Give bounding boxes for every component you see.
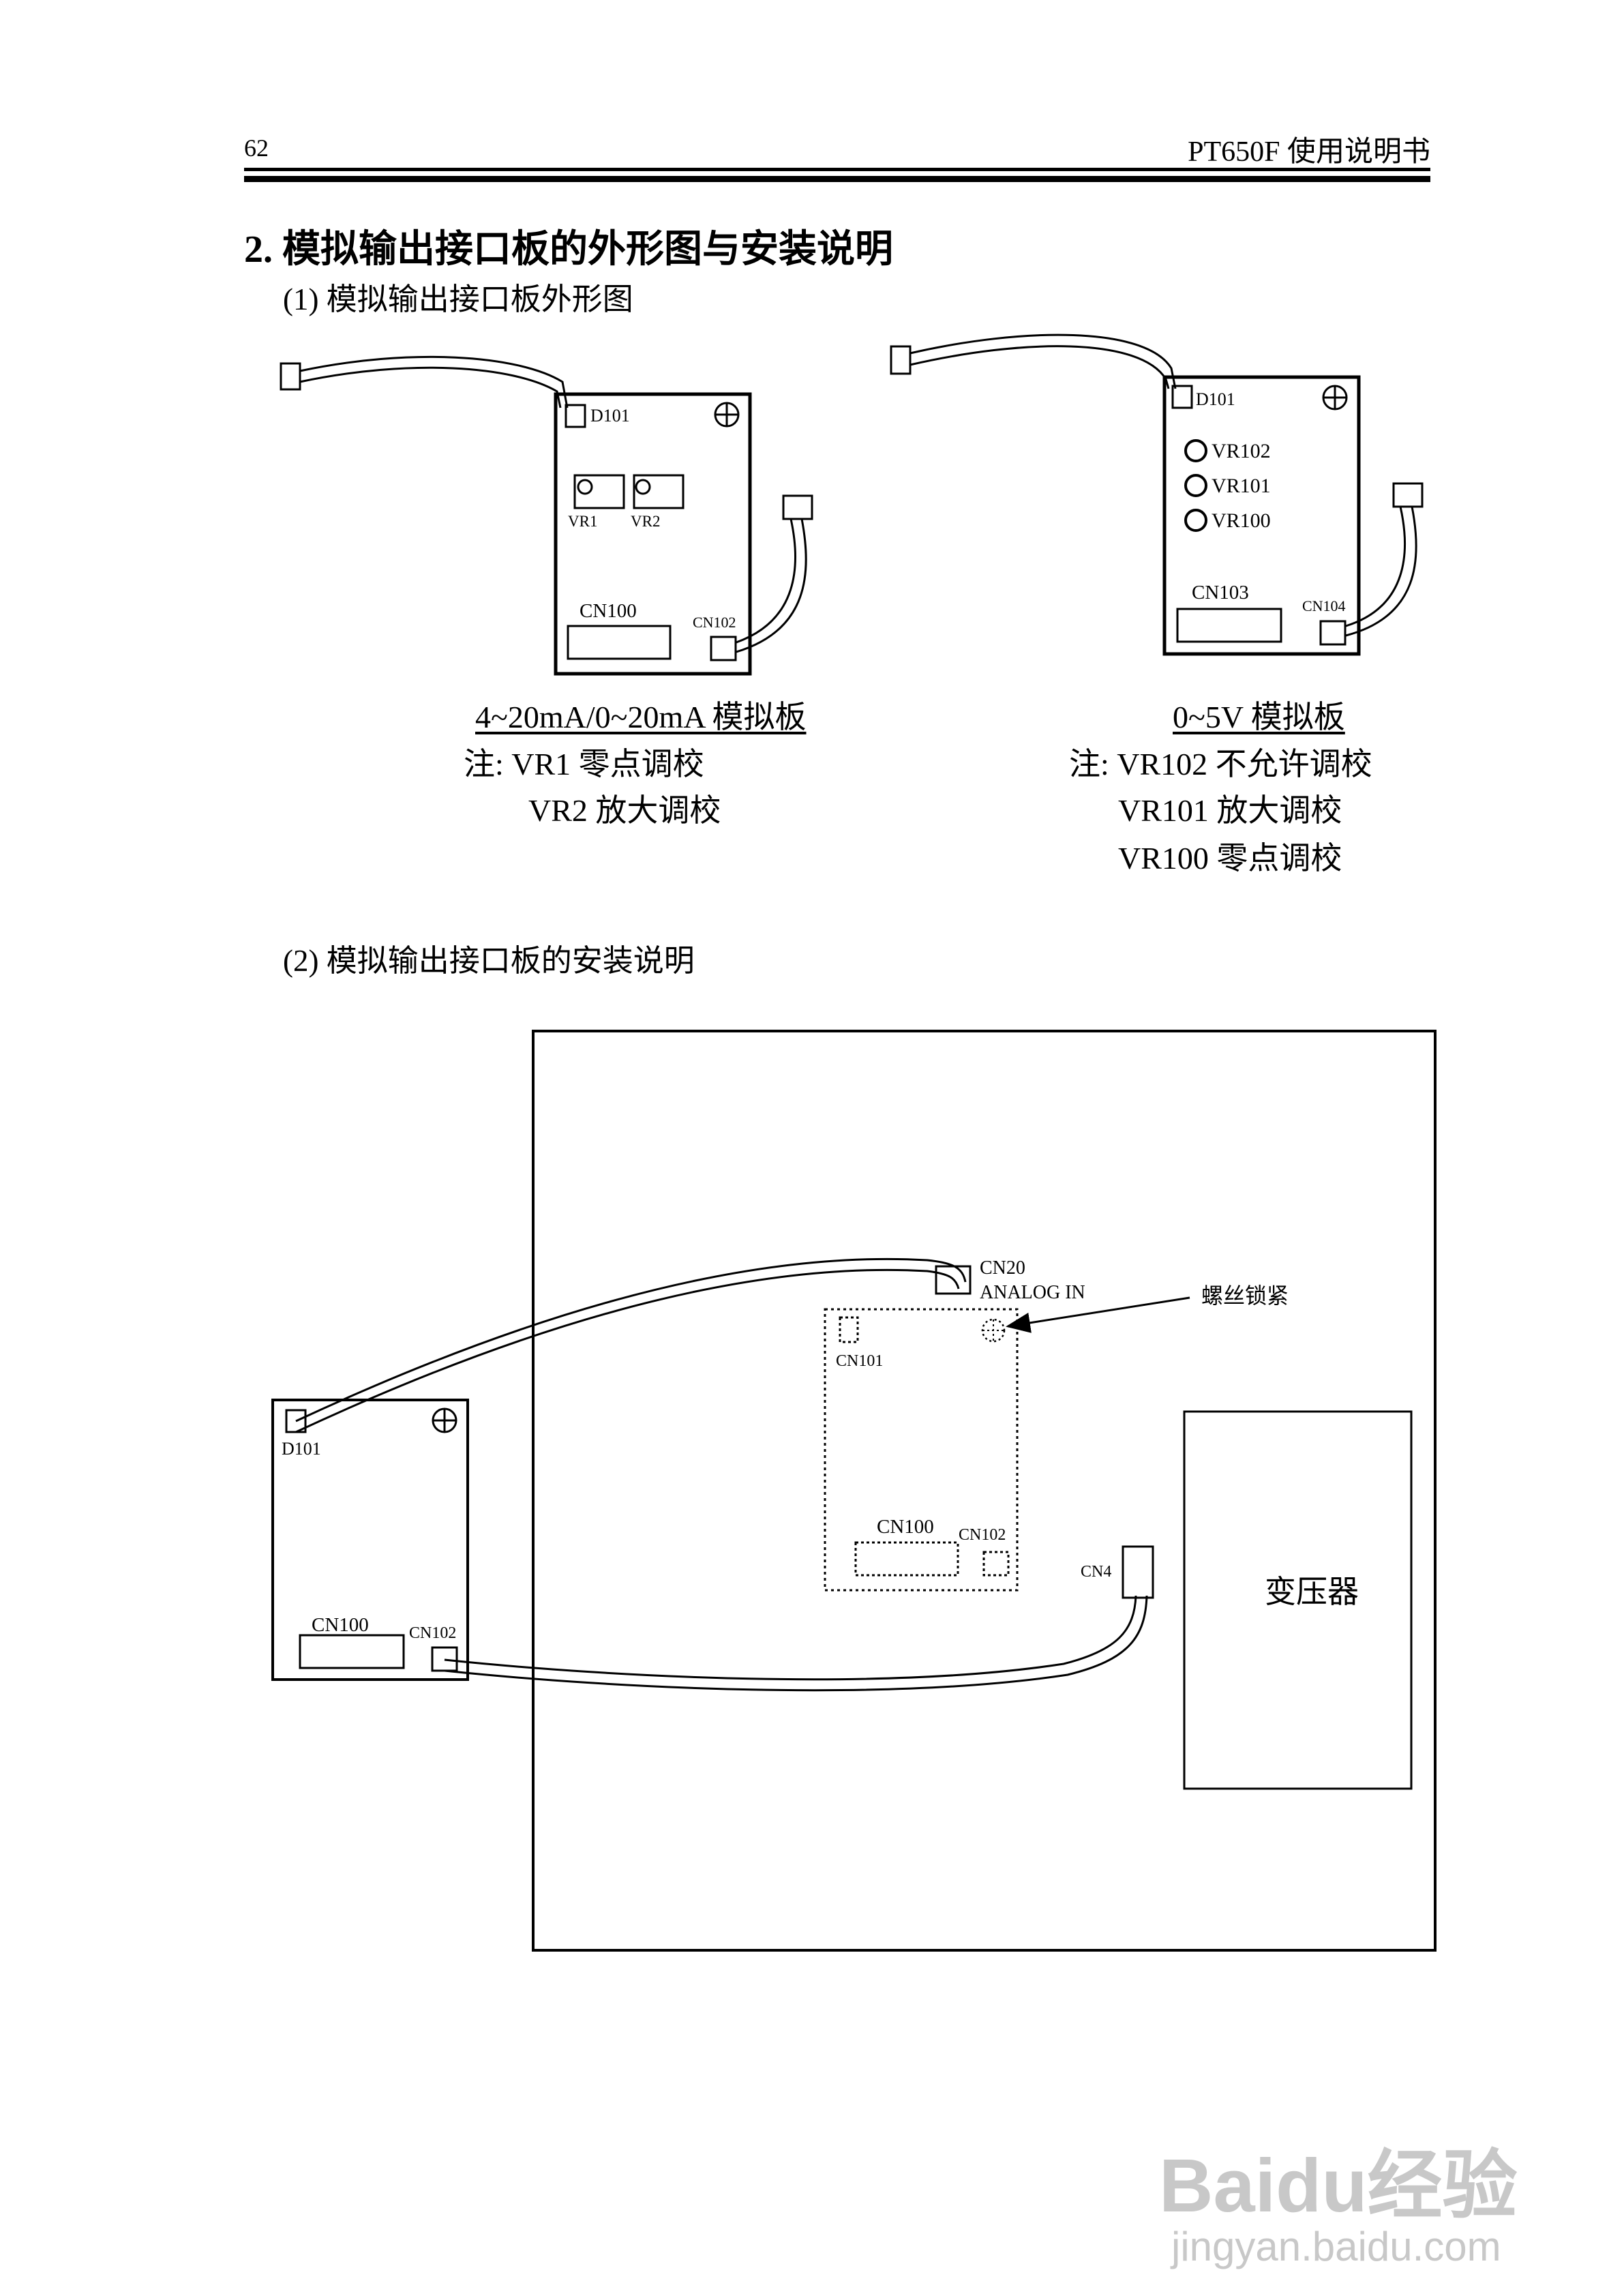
- board-a-caption: 4~20mA/0~20mA 模拟板: [475, 700, 807, 734]
- board-b-note-3: VR100 零点调校: [1118, 841, 1342, 876]
- board-a-cn100-box: [567, 625, 672, 660]
- cn101-outline: [839, 1316, 859, 1343]
- board-a-outline: [554, 392, 752, 676]
- board-a-vr2-knob: [635, 479, 651, 495]
- ext-cn102-label: CN102: [409, 1624, 456, 1642]
- ext-cn102-box: [431, 1646, 458, 1672]
- board-a-cn102-box: [710, 636, 737, 661]
- ext-board-outline: [271, 1399, 469, 1681]
- board-b-vr101-knob: [1184, 474, 1207, 497]
- screw-position-icon: [981, 1318, 1006, 1343]
- board-b-vr101-label: VR101: [1212, 475, 1271, 497]
- board-a-cable-right-1: [736, 518, 796, 644]
- board-b-caption: 0~5V 模拟板: [1173, 700, 1345, 734]
- board-b-vr102-knob: [1184, 439, 1207, 462]
- board-a-note-2: VR2 放大调校: [528, 793, 721, 828]
- board-a-cable-top-2: [299, 366, 562, 408]
- board-b-vr100-knob: [1184, 509, 1207, 532]
- transformer-label: 变压器: [1265, 1575, 1359, 1609]
- cable-d101-cn20-1: [295, 1257, 967, 1422]
- board-b-vr100-label: VR100: [1212, 509, 1271, 532]
- cn20-label: CN20: [980, 1257, 1025, 1279]
- cable-cn102-cn4-2: [444, 1595, 1148, 1692]
- cn100-inner-label: CN100: [877, 1516, 934, 1538]
- board-b-d101-box: [1171, 385, 1193, 409]
- cn4-connector: [1122, 1545, 1154, 1599]
- document-title: PT650F 使用说明书: [1188, 136, 1430, 168]
- board-a-plug-left: [280, 362, 301, 391]
- board-b-cn104-box: [1319, 620, 1347, 646]
- board-a-screw-icon: [714, 402, 740, 428]
- subsection-title-outline: (1) 模拟输出接口板外形图: [283, 282, 633, 316]
- board-b: D101 VR102 VR101 VR100 CN103 CN104: [890, 333, 1424, 656]
- board-a-d101-label: D101: [590, 406, 630, 426]
- board-a-cn102-label: CN102: [693, 614, 736, 631]
- page-number: 62: [244, 134, 269, 162]
- board-b-screw-icon: [1322, 385, 1348, 411]
- board-b-cn103-label: CN103: [1192, 582, 1249, 603]
- transformer-box: [1183, 1410, 1413, 1790]
- board-a-vr1-label: VR1: [568, 513, 597, 530]
- cable-cn102-cn4-1: [444, 1595, 1137, 1681]
- board-a-vr1-knob: [577, 479, 593, 495]
- board-b-plug-right: [1392, 482, 1424, 508]
- board-b-plug-left: [890, 345, 912, 375]
- board-a-vr2-box: [633, 474, 685, 509]
- board-a-cn100-label: CN100: [580, 600, 637, 622]
- board-a-d101-box: [565, 404, 586, 428]
- board-b-note-1: 注: VR102 不允许调校: [1069, 747, 1372, 781]
- header-rule-thick: [244, 176, 1430, 182]
- cn102-inner-label: CN102: [959, 1526, 1006, 1544]
- ext-cn100-label: CN100: [312, 1614, 369, 1636]
- screw-callout-arrow: [1006, 1296, 1190, 1333]
- subsection-title-install: (2) 模拟输出接口板的安装说明: [283, 944, 695, 978]
- board-a-plug-right: [782, 494, 813, 520]
- board-a-cable-top-1: [299, 355, 569, 408]
- board-b-vr102-label: VR102: [1212, 440, 1271, 462]
- board-b-cn104-label: CN104: [1302, 597, 1346, 614]
- board-b-cable-right-2: [1345, 506, 1417, 637]
- cn4-label: CN4: [1081, 1563, 1111, 1581]
- board-a-vr1-box: [573, 474, 625, 509]
- board-b-cable-right-1: [1345, 506, 1406, 627]
- ext-screw-icon: [432, 1407, 457, 1433]
- cable-d101-cn20-2: [295, 1268, 960, 1433]
- ext-d101-label: D101: [282, 1439, 321, 1459]
- analog-in-label: ANALOG IN: [980, 1282, 1085, 1303]
- header-rule-thin: [244, 168, 1430, 171]
- ext-cn100-box: [299, 1634, 405, 1669]
- board-b-cable-top-1: [909, 333, 1177, 389]
- board-placement-area: [824, 1308, 1019, 1592]
- install-diagram: CN20 ANALOG IN CN101 CN100 CN102 螺丝锁紧 CN…: [271, 1030, 1437, 1952]
- watermark-brand: Baidu经验: [1159, 2144, 1518, 2228]
- board-a-vr2-label: VR2: [631, 513, 660, 530]
- board-b-outline: [1162, 375, 1361, 656]
- board-a-note-1: 注: VR1 零点调校: [464, 747, 704, 781]
- cn100-inner-outline: [854, 1541, 959, 1577]
- board-a: D101 VR1 VR2 CN100 CN102: [280, 355, 813, 676]
- screw-callout-label: 螺丝锁紧: [1201, 1283, 1289, 1308]
- board-b-cable-top-2: [909, 345, 1170, 389]
- watermark-url: jingyan.baidu.com: [1171, 2224, 1501, 2269]
- main-board-outline: [532, 1030, 1437, 1952]
- cn102-inner-outline: [982, 1551, 1010, 1577]
- board-b-cn103-box: [1176, 608, 1282, 643]
- section-title: 2. 模拟输出接口板的外形图与安装说明: [244, 228, 893, 271]
- board-b-note-2: VR101 放大调校: [1118, 793, 1342, 828]
- board-a-cable-right-2: [736, 518, 807, 653]
- board-b-d101-label: D101: [1196, 389, 1235, 409]
- cn101-label: CN101: [836, 1352, 883, 1370]
